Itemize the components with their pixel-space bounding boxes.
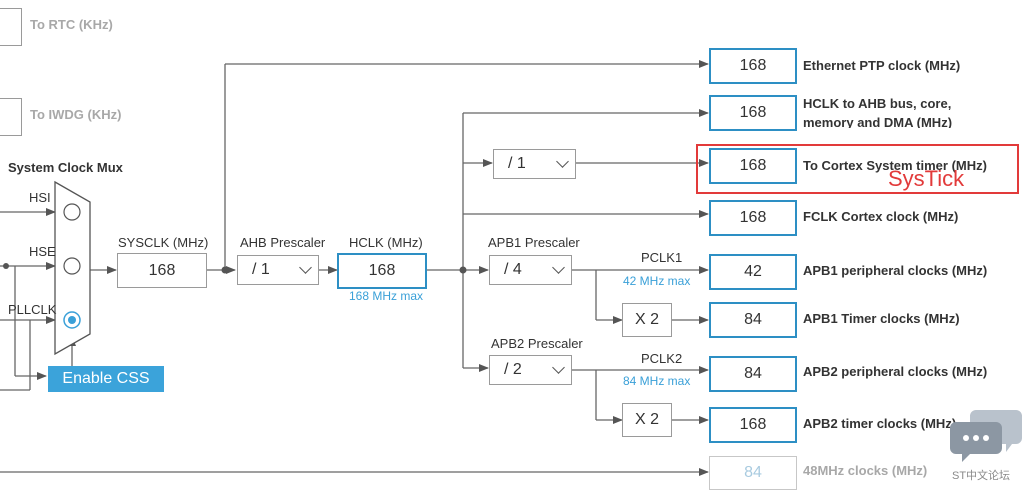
apb1-peripheral-clocks-value[interactable]: 42: [709, 254, 797, 290]
cortex-timer-prescaler-select[interactable]: / 1: [493, 149, 576, 179]
watermark-text: ST中文论坛: [952, 470, 1011, 482]
apb2-timer-multiplier: X 2: [622, 403, 672, 437]
apb2-timer-clocks-value[interactable]: 168: [709, 407, 797, 443]
mux-radio-hse[interactable]: [63, 257, 81, 275]
cortex-system-timer-label: To Cortex System timer (MHz): [803, 158, 987, 173]
ahb-prescaler-select[interactable]: / 1: [237, 255, 319, 285]
rtc-output-box[interactable]: [0, 8, 22, 46]
apb1-prescaler-select[interactable]: / 4: [489, 255, 572, 285]
48mhz-clocks-label: 48MHz clocks (MHz): [803, 463, 928, 478]
ahb-prescaler-label: AHB Prescaler: [240, 235, 326, 250]
chevron-down-icon: [299, 261, 312, 274]
hclk-ahb-label-line2: memory and DMA (MHz): [803, 115, 953, 128]
chat-bubble-icon: [950, 410, 1022, 462]
48mhz-clocks-value[interactable]: 84: [709, 456, 797, 490]
apb2-peripheral-clocks-value[interactable]: 84: [709, 356, 797, 392]
chevron-down-icon: [556, 155, 569, 168]
iwdg-output-box[interactable]: [0, 98, 22, 136]
apb2-prescaler-label: APB2 Prescaler: [491, 336, 583, 351]
hclk-max-note: 168 MHz max: [349, 289, 424, 303]
systick-highlight-box: [696, 144, 1019, 194]
pclk1-label: PCLK1: [641, 250, 683, 265]
enable-css-button[interactable]: Enable CSS: [48, 366, 164, 392]
ethernet-ptp-clock-value[interactable]: 168: [709, 48, 797, 84]
apb1-timer-clocks-label: APB1 Timer clocks (MHz): [803, 311, 960, 326]
apb1-prescaler-label: APB1 Prescaler: [488, 235, 580, 250]
apb1-prescaler-value: / 4: [504, 261, 522, 278]
rtc-label: To RTC (KHz): [30, 17, 113, 32]
apb1-timer-multiplier: X 2: [622, 303, 672, 337]
hclk-ahb-label: HCLK to AHB bus, core, memory and DMA (M…: [803, 94, 952, 128]
chevron-down-icon: [552, 261, 565, 274]
mux-radio-hsi[interactable]: [63, 203, 81, 221]
pclk1-max-note: 42 MHz max: [623, 274, 691, 288]
cortex-timer-prescaler-value: / 1: [508, 155, 526, 172]
apb2-prescaler-value: / 2: [504, 361, 522, 378]
hclk-label: HCLK (MHz): [349, 235, 423, 250]
ahb-prescaler-value: / 1: [252, 261, 270, 278]
mux-input-hsi: HSI: [29, 190, 51, 205]
cortex-system-timer-value[interactable]: 168: [709, 148, 797, 184]
sysclk-value[interactable]: 168: [117, 253, 207, 288]
hclk-ahb-label-line1: HCLK to AHB bus, core,: [803, 96, 952, 111]
mux-input-hse: HSE: [29, 244, 56, 259]
pclk2-max-note: 84 MHz max: [623, 374, 691, 388]
iwdg-label: To IWDG (KHz): [30, 107, 122, 122]
fclk-cortex-clock-value[interactable]: 168: [709, 200, 797, 236]
apb2-timer-clocks-label: APB2 timer clocks (MHz): [803, 416, 957, 431]
fclk-cortex-clock-label: FCLK Cortex clock (MHz): [803, 209, 959, 224]
hclk-input[interactable]: 168: [337, 253, 427, 289]
mux-input-pllclk: PLLCLK: [8, 302, 57, 317]
apb1-timer-clocks-value[interactable]: 84: [709, 302, 797, 338]
ethernet-ptp-clock-label: Ethernet PTP clock (MHz): [803, 58, 961, 73]
apb2-peripheral-clocks-label: APB2 peripheral clocks (MHz): [803, 364, 988, 379]
chevron-down-icon: [552, 361, 565, 374]
apb1-peripheral-clocks-label: APB1 peripheral clocks (MHz): [803, 263, 988, 278]
sysclk-label: SYSCLK (MHz): [118, 235, 209, 250]
mux-title: System Clock Mux: [8, 160, 123, 175]
hclk-ahb-value[interactable]: 168: [709, 95, 797, 131]
pclk2-label: PCLK2: [641, 351, 683, 366]
apb2-prescaler-select[interactable]: / 2: [489, 355, 572, 385]
systick-annotation: SysTick: [888, 166, 965, 191]
